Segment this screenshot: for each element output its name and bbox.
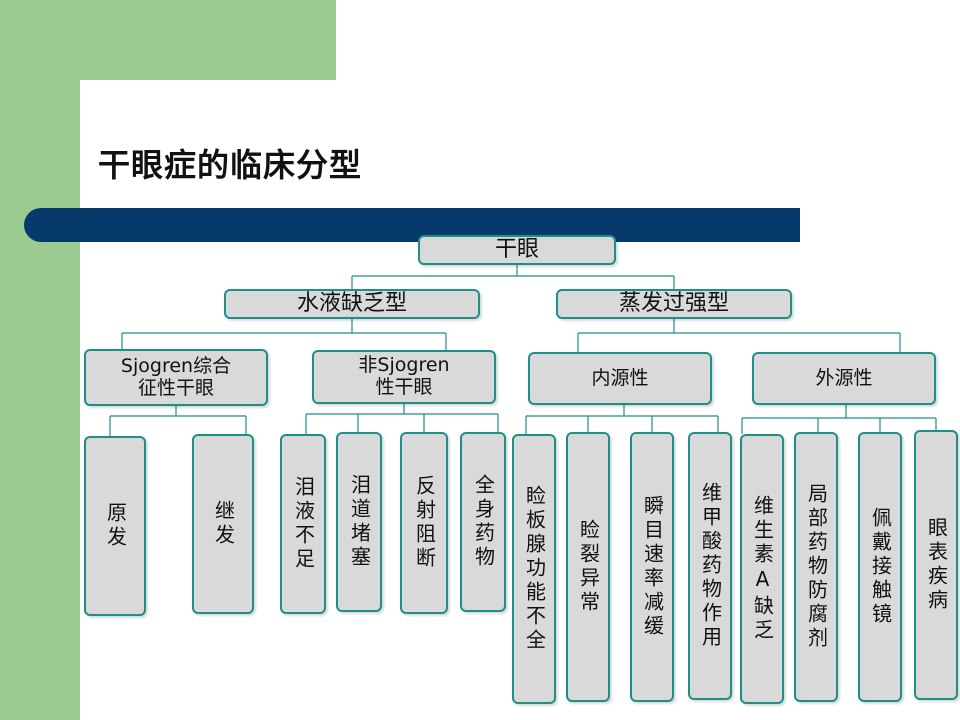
decor-green-side <box>0 80 80 720</box>
leaf-ocular-surface: 眼表疾病 <box>914 430 958 700</box>
title-bar <box>24 208 800 242</box>
leaf-vitamin-a: 维生素A缺乏 <box>740 434 784 704</box>
node-non-sjogren: 非Sjogren 性干眼 <box>312 350 496 404</box>
leaf-meibomian: 睑板腺功能不全 <box>512 434 556 704</box>
node-root: 干眼 <box>418 235 616 265</box>
node-sjogren: Sjogren综合 征性干眼 <box>84 349 268 406</box>
leaf-primary: 原发 <box>84 436 146 616</box>
node-sjogren-line1: Sjogren综合 <box>120 354 232 377</box>
node-non-sjogren-line2: 性干眼 <box>375 376 433 398</box>
node-aqueous-deficient: 水液缺乏型 <box>224 289 480 319</box>
leaf-blink-rate: 瞬目速率减缓 <box>630 432 674 702</box>
leaf-duct-obstruction: 泪道堵塞 <box>336 432 382 612</box>
node-extrinsic: 外源性 <box>752 352 936 405</box>
leaf-reflex-block: 反射阻断 <box>400 432 448 614</box>
decor-green-block <box>0 0 336 80</box>
decor-corner <box>80 80 160 160</box>
leaf-tear-deficiency: 泪液不足 <box>280 434 326 614</box>
leaf-lid-aperture: 睑裂异常 <box>566 432 610 702</box>
leaf-contact-lens: 佩戴接触镜 <box>858 432 902 702</box>
leaf-preservative: 局部药物防腐剂 <box>794 432 838 702</box>
node-non-sjogren-line1: 非Sjogren <box>358 354 450 377</box>
node-intrinsic: 内源性 <box>528 352 712 405</box>
node-sjogren-line2: 征性干眼 <box>137 376 214 399</box>
node-evaporative: 蒸发过强型 <box>556 289 792 319</box>
leaf-retinoid: 维甲酸药物作用 <box>688 432 732 700</box>
leaf-secondary: 继发 <box>192 434 254 614</box>
slide-title: 干眼症的临床分型 <box>98 146 363 184</box>
leaf-systemic-drugs: 全身药物 <box>460 432 506 612</box>
